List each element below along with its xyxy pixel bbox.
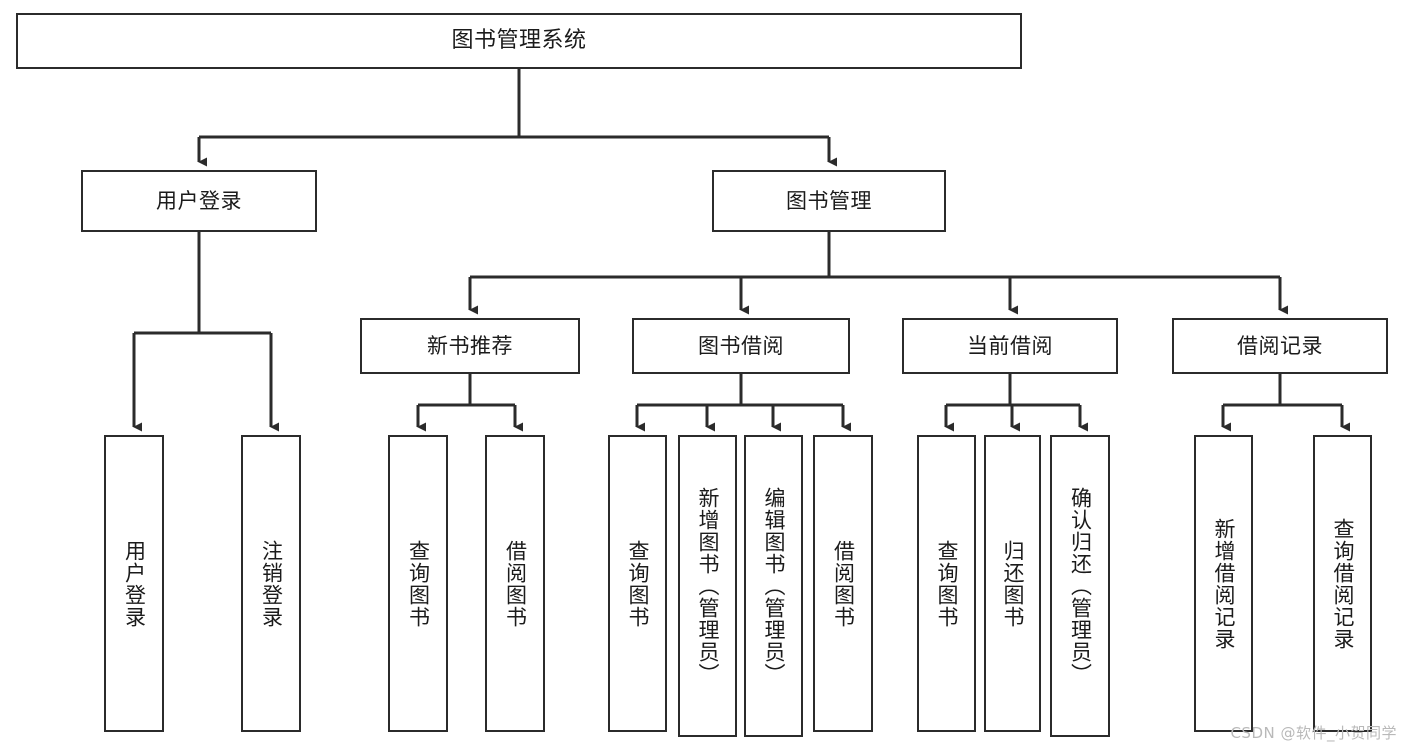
node-borrow-record-label: 借阅记录 — [1237, 333, 1323, 358]
leaf-confirm-return-admin-label: 确认归还（管理员） — [1068, 487, 1093, 685]
leaf-add-book-admin-label: 新增图书（管理员） — [696, 487, 721, 685]
connectors-root-level2 — [197, 69, 837, 167]
node-user-login-label: 用户登录 — [156, 188, 242, 213]
connectors-current-children — [944, 374, 1088, 432]
node-root-label: 图书管理系统 — [451, 28, 587, 54]
node-book-borrow-label: 图书借阅 — [698, 333, 784, 358]
node-new-book-recommend-label: 新书推荐 — [427, 333, 513, 358]
leaf-logout-label: 注销登录 — [259, 539, 284, 628]
leaf-query-book[interactable]: 查询图书 — [608, 435, 667, 732]
leaf-query-book-current-label: 查询图书 — [935, 539, 960, 628]
leaf-user-login[interactable]: 用户登录 — [104, 435, 164, 732]
connectors-record-children — [1221, 374, 1350, 432]
leaf-return-book-label: 归还图书 — [1001, 539, 1026, 628]
node-root[interactable]: 图书管理系统 — [16, 13, 1022, 69]
connectors-bookmgmt-children — [468, 232, 1288, 315]
node-current-borrow-label: 当前借阅 — [967, 333, 1053, 358]
connectors-newbook-children — [416, 374, 523, 432]
leaf-confirm-return-admin[interactable]: 确认归还（管理员） — [1050, 435, 1110, 737]
leaf-edit-book-admin[interactable]: 编辑图书（管理员） — [744, 435, 803, 737]
leaf-query-borrow-record[interactable]: 查询借阅记录 — [1313, 435, 1372, 732]
leaf-query-book-recommend[interactable]: 查询图书 — [388, 435, 448, 732]
leaf-borrow-book-label: 借阅图书 — [831, 539, 856, 628]
leaf-add-borrow-record-label: 新增借阅记录 — [1212, 517, 1237, 650]
leaf-query-book-current[interactable]: 查询图书 — [917, 435, 976, 732]
leaf-user-login-label: 用户登录 — [122, 539, 147, 628]
leaf-borrow-book-recommend-label: 借阅图书 — [503, 539, 528, 628]
leaf-add-borrow-record[interactable]: 新增借阅记录 — [1194, 435, 1253, 732]
leaf-query-book-label: 查询图书 — [626, 539, 651, 628]
leaf-add-book-admin[interactable]: 新增图书（管理员） — [678, 435, 737, 737]
leaf-borrow-book-recommend[interactable]: 借阅图书 — [485, 435, 545, 732]
leaf-logout[interactable]: 注销登录 — [241, 435, 301, 732]
node-book-borrow[interactable]: 图书借阅 — [632, 318, 850, 374]
node-book-management-label: 图书管理 — [786, 188, 872, 213]
leaf-borrow-book[interactable]: 借阅图书 — [813, 435, 873, 732]
node-user-login[interactable]: 用户登录 — [81, 170, 317, 232]
node-borrow-record[interactable]: 借阅记录 — [1172, 318, 1388, 374]
node-book-management[interactable]: 图书管理 — [712, 170, 946, 232]
connectors-userlogin-children — [132, 232, 279, 432]
leaf-return-book[interactable]: 归还图书 — [984, 435, 1041, 732]
connectors-borrow-children — [635, 374, 851, 432]
leaf-query-borrow-record-label: 查询借阅记录 — [1331, 517, 1356, 650]
node-new-book-recommend[interactable]: 新书推荐 — [360, 318, 580, 374]
node-current-borrow[interactable]: 当前借阅 — [902, 318, 1118, 374]
leaf-query-book-recommend-label: 查询图书 — [406, 539, 431, 628]
leaf-edit-book-admin-label: 编辑图书（管理员） — [762, 487, 787, 685]
